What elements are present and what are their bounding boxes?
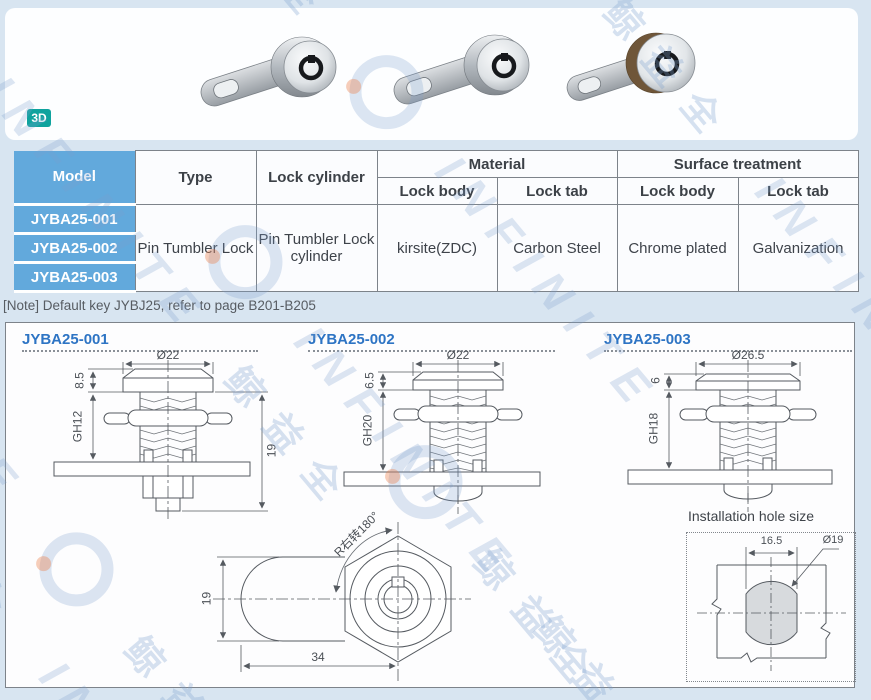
col-header-type: Type bbox=[134, 150, 257, 205]
dim-side-height-1: 19 bbox=[264, 443, 279, 458]
dim-diameter-1: Ø22 bbox=[156, 348, 180, 362]
drawing-title-3: JYBA25-003 bbox=[604, 331, 691, 348]
note-text: [Note] Default key JYBJ25, refer to page… bbox=[3, 298, 316, 313]
col-header-surface-treatment: Surface treatment bbox=[616, 150, 859, 178]
lock-cylinder-cell: Pin Tumbler Lock cylinder bbox=[255, 204, 378, 292]
material-lock-tab-cell: Carbon Steel bbox=[496, 204, 618, 292]
dim-thread-3: GH18 bbox=[646, 412, 661, 445]
dim-diameter-2: Ø22 bbox=[446, 348, 470, 362]
table-row: JYBA25-002 bbox=[14, 232, 858, 264]
model-cell-2: JYBA25-002 bbox=[14, 232, 136, 264]
subheader-surface-lock-body: Lock body bbox=[616, 177, 739, 205]
col-header-lock-cylinder: Lock cylinder bbox=[255, 150, 378, 205]
dim-head-height-1: 8.5 bbox=[72, 372, 87, 389]
spec-table: Model Type Lock cylinder Material Surfac… bbox=[14, 150, 859, 293]
product-photo-2 bbox=[393, 34, 530, 105]
table-row: JYBA25-001 Pin Tumbler Lock Pin Tumbler … bbox=[14, 203, 859, 292]
dim-diameter-3: Ø26.5 bbox=[731, 348, 765, 362]
dim-head-height-3: 6 bbox=[648, 377, 663, 384]
installation-hole-title: Installation hole size bbox=[688, 508, 815, 524]
subheader-material-lock-body: Lock body bbox=[376, 177, 498, 205]
material-lock-body-cell: kirsite(ZDC) bbox=[376, 204, 498, 292]
product-photo-1 bbox=[200, 36, 337, 107]
type-cell: Pin Tumbler Lock bbox=[134, 204, 257, 292]
title-dotted-rule bbox=[308, 350, 555, 352]
dim-thread-2: GH20 bbox=[360, 414, 375, 447]
subheader-surface-lock-tab: Lock tab bbox=[737, 177, 859, 205]
title-dotted-rule bbox=[22, 350, 258, 352]
table-row: JYBA25-003 bbox=[14, 261, 858, 293]
dim-cam-length: 34 bbox=[311, 650, 325, 664]
bottom-view-drawing: 19 34 R右转180° bbox=[193, 509, 483, 689]
col-header-material: Material bbox=[376, 150, 618, 178]
dim-hole-diameter: Ø19 bbox=[822, 534, 844, 546]
side-view-drawing-3: Ø26.5 6 GH18 bbox=[620, 349, 870, 526]
side-view-drawing-2: Ø22 6.5 GH20 bbox=[330, 349, 580, 526]
side-view-drawing-1: Ø22 8.5 GH12 19 bbox=[40, 349, 290, 526]
col-header-model: Model bbox=[14, 150, 136, 206]
dim-head-height-2: 6.5 bbox=[362, 372, 377, 389]
model-cell-1: JYBA25-001 bbox=[14, 203, 136, 235]
drawing-title-1: JYBA25-001 bbox=[22, 331, 109, 348]
dim-cam-height: 19 bbox=[199, 591, 214, 606]
drawing-title-2: JYBA25-002 bbox=[308, 331, 395, 348]
installation-hole-drawing: 16.5 Ø19 bbox=[686, 532, 856, 682]
product-photo-3 bbox=[566, 32, 696, 101]
model-cell-3: JYBA25-003 bbox=[14, 261, 136, 293]
surface-lock-tab-cell: Galvanization bbox=[737, 204, 859, 292]
dim-thread-1: GH12 bbox=[70, 410, 85, 443]
title-dotted-rule bbox=[604, 350, 852, 352]
surface-lock-body-cell: Chrome plated bbox=[616, 204, 739, 292]
subheader-material-lock-tab: Lock tab bbox=[496, 177, 618, 205]
badge-3d[interactable]: 3D bbox=[27, 109, 51, 127]
dim-hole-width: 16.5 bbox=[760, 535, 783, 547]
